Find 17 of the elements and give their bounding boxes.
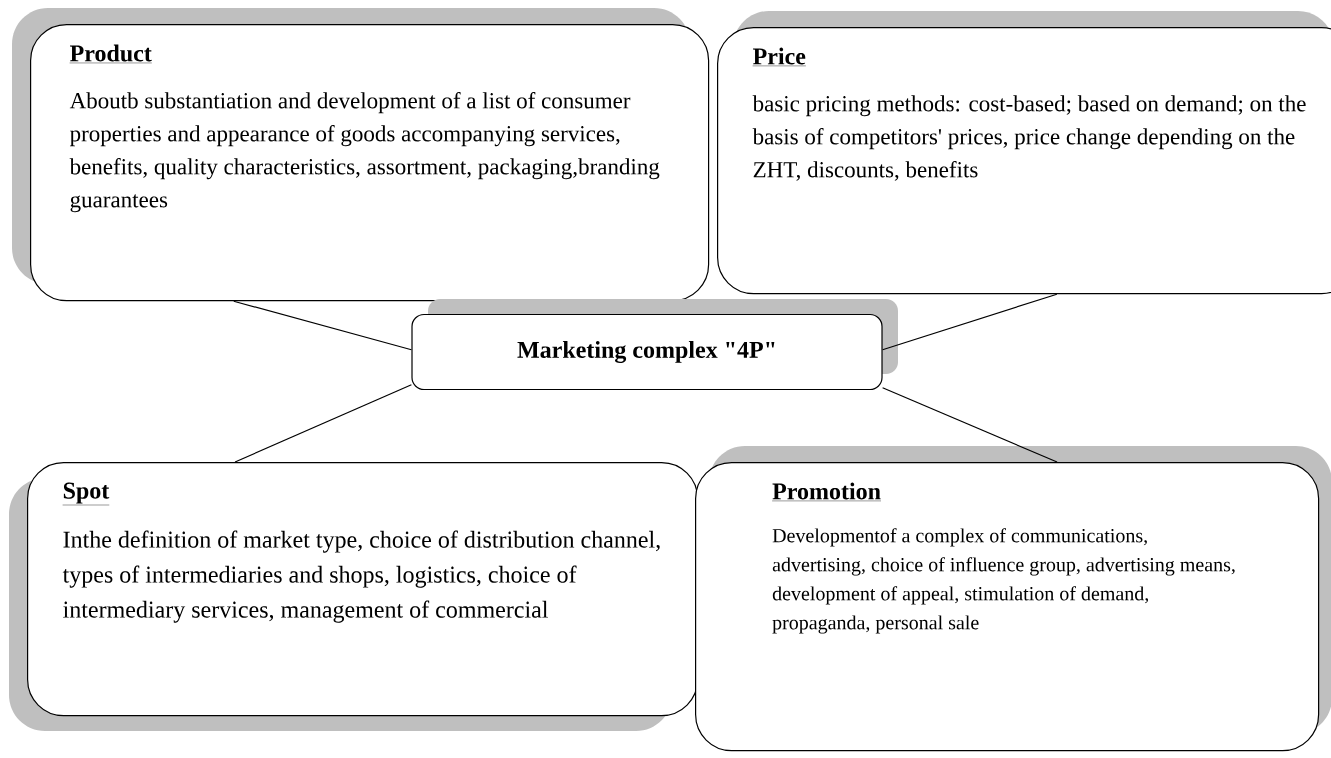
heading: Product: [69, 44, 152, 64]
body-text: Inthe definition of market type, choice of distribution channel, types of intermediaries and shops, logistics, choice of intermediary services, management of commercial: [62, 530, 660, 623]
body-text: Aboutb substantiation and development of a list of consumer properties and appearance of goods accompanying services, benefits, quality characteristics, assortment, packaging,branding guarantees: [69, 92, 660, 213]
body-text: Developmentof a complex of communications, advertising, choice of influence group, advertising means, development of appeal, stimulation of demand, propaganda, personal sale: [772, 528, 1235, 634]
title-box: Marketing complex "4P": [411, 299, 898, 391]
connector-line: [882, 387, 1058, 463]
connector-line: [233, 300, 412, 351]
body-text: basic pricing methods: cost-based; based on demand; on the basis of competitors' prices, price change depending on the ZHT, discounts, benefits: [752, 95, 1306, 181]
text-box: [9, 462, 699, 731]
text-box: [717, 11, 1331, 295]
heading: Price: [752, 47, 807, 67]
heading: Promotion: [771, 482, 882, 502]
text-box: [12, 8, 710, 302]
text-box: [695, 446, 1331, 752]
connector-line: [882, 293, 1058, 351]
connector-line: [234, 384, 412, 463]
heading: Spot: [62, 482, 110, 506]
